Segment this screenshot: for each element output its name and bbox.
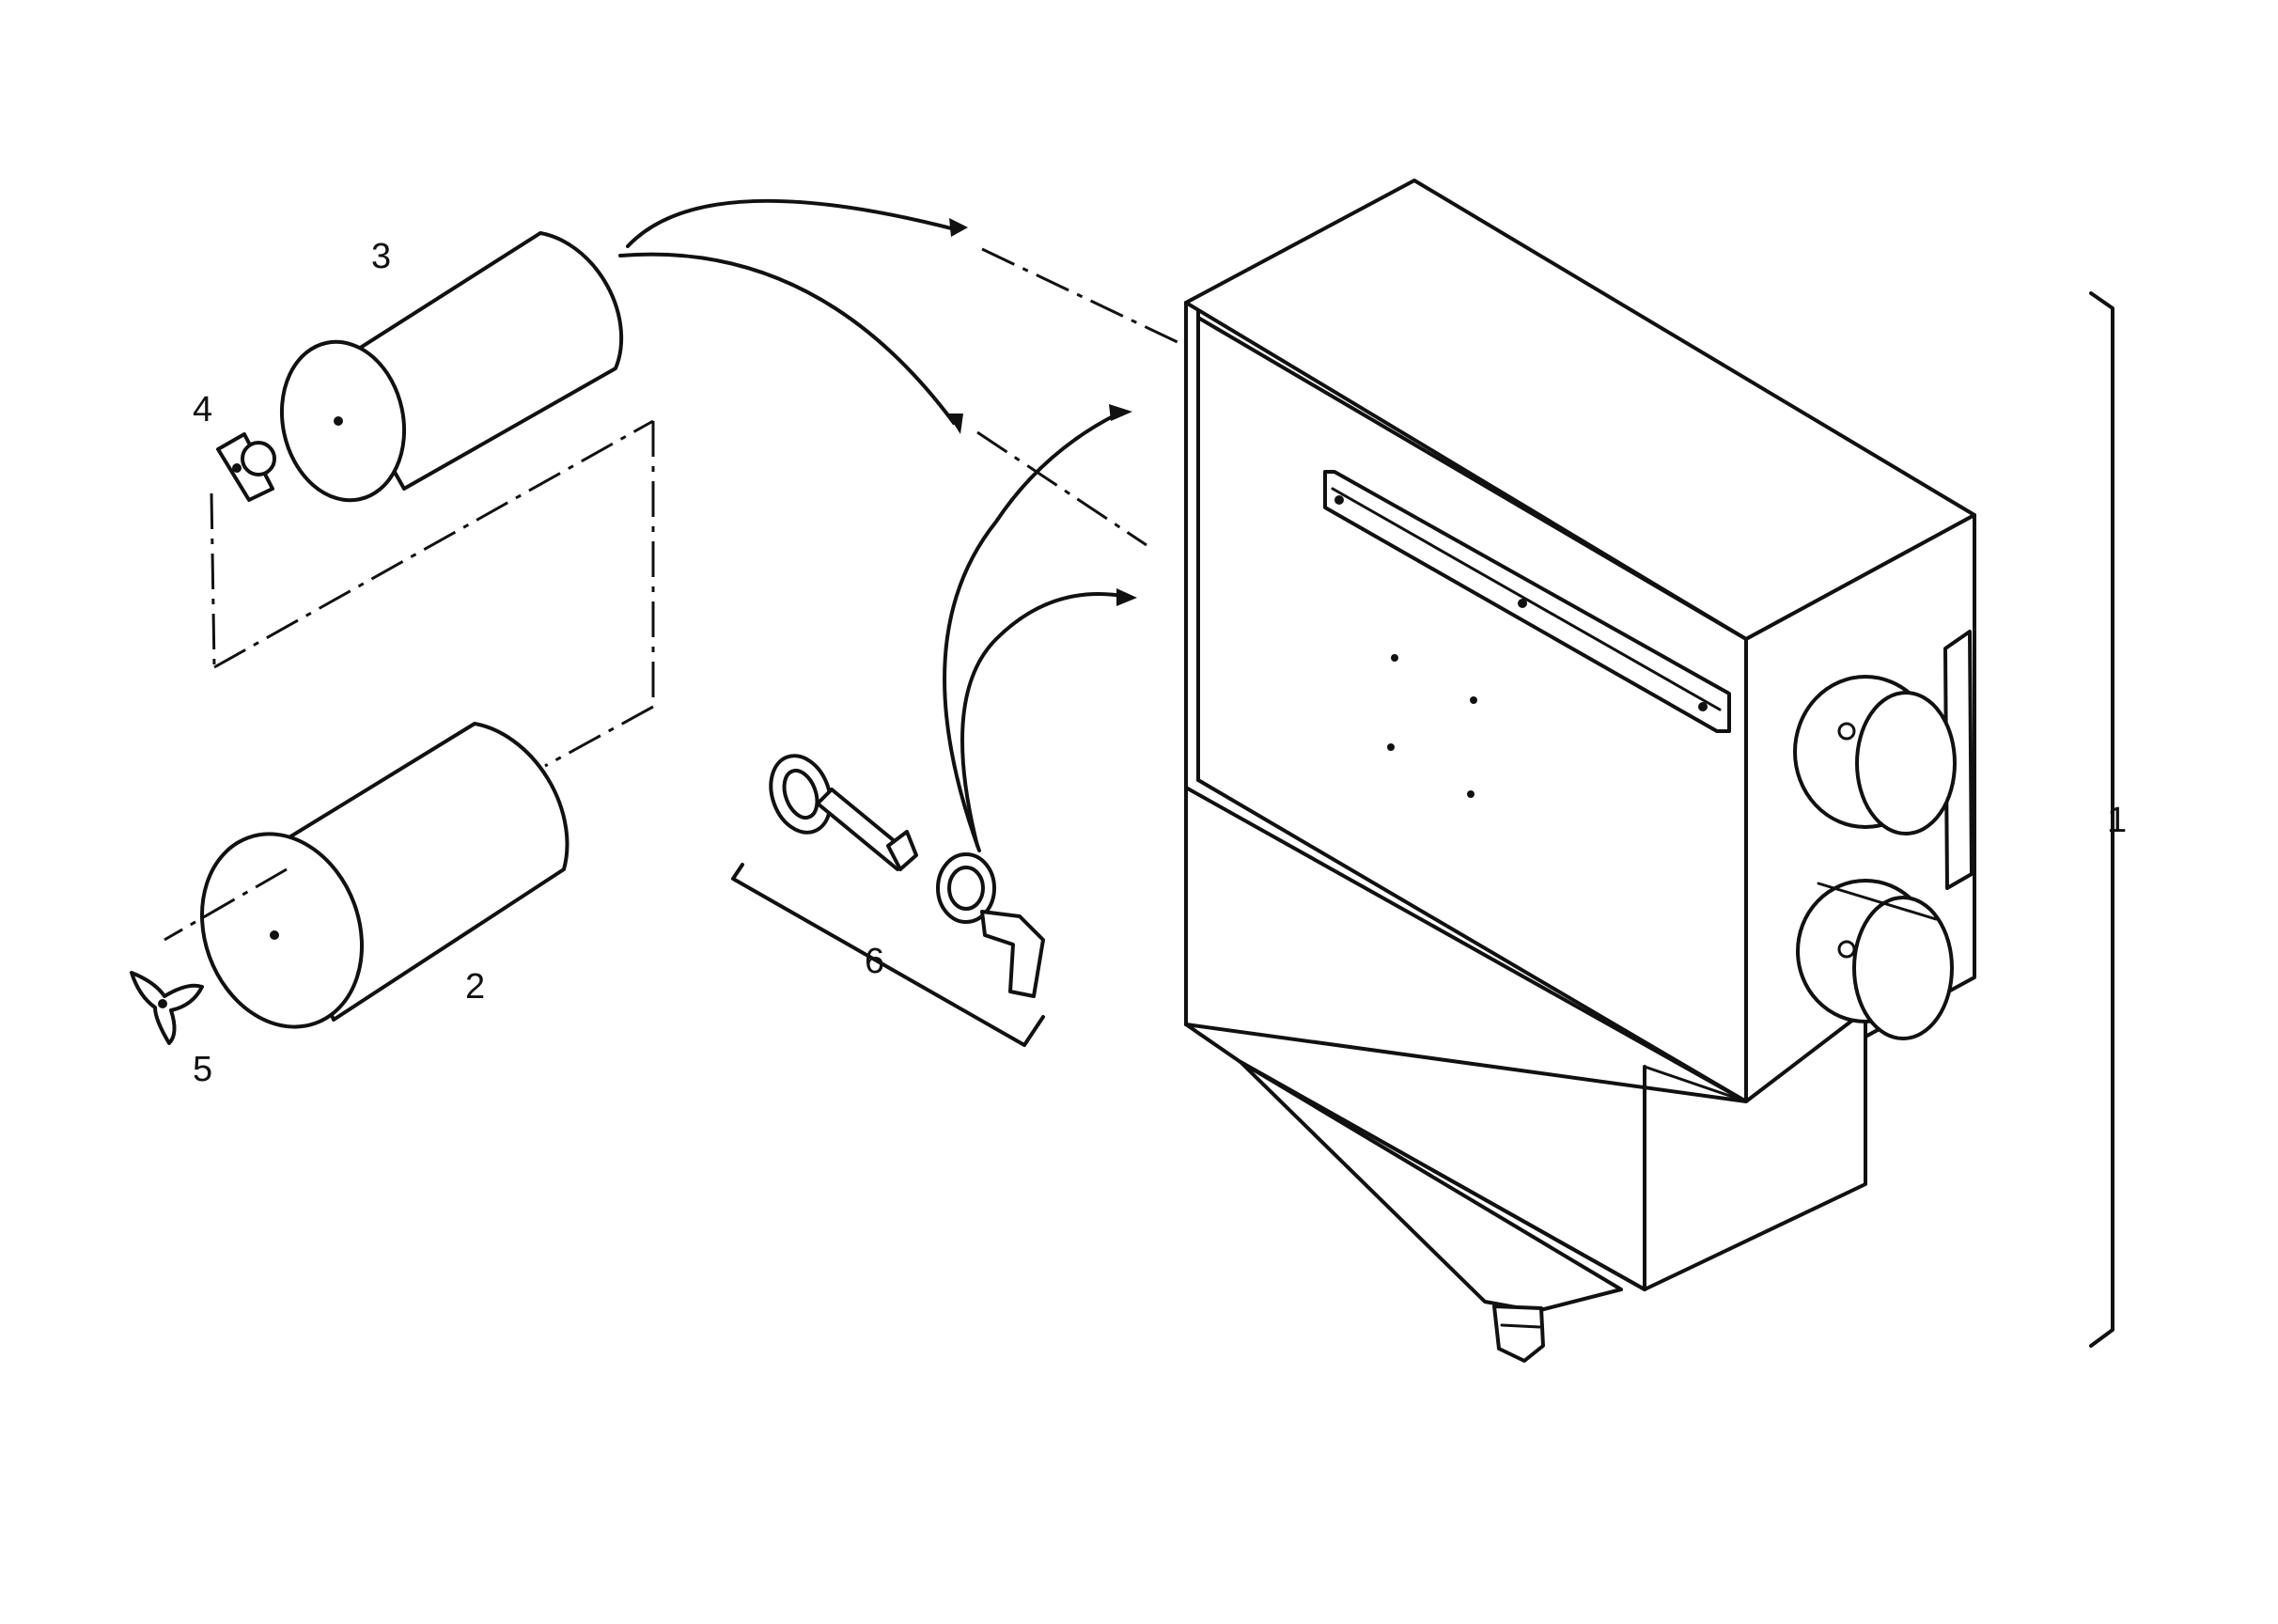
- filter-cartridge-small: [279, 231, 624, 503]
- lock-and-key: [769, 754, 1045, 998]
- assembly-bracket: [2089, 291, 2114, 1348]
- item-3-label: 3: [371, 237, 391, 276]
- assembly-leaders: [164, 198, 1180, 1047]
- item-4-label: 4: [193, 390, 212, 429]
- item-6-label: 6: [865, 942, 884, 981]
- item-2-label: 2: [465, 967, 485, 1007]
- item-5-label: 5: [193, 1050, 212, 1089]
- wing-nut: [130, 971, 204, 1045]
- filter-cartridge-large: [199, 722, 570, 1029]
- filter-housing: [1184, 179, 1976, 1363]
- item-1-label: 1: [2107, 801, 2127, 840]
- retaining-nut: [216, 432, 276, 502]
